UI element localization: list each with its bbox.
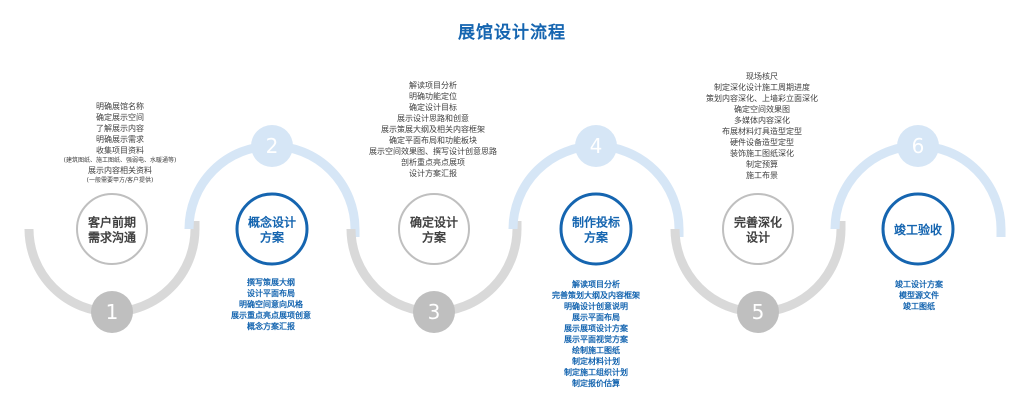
step-4-notes: 解读项目分析 完善策划大纲及内容框架 明确设计创意说明 展示平面布局 展示展项设… — [526, 279, 666, 389]
step-5-note: 装饰施工图纸深化 — [730, 149, 794, 158]
step-2-notes: 撰写策展大纲 设计平面布局 明确空间意向风格 展示重点亮点展项创意 概念方案汇报 — [201, 277, 341, 332]
step-4-number: 4 — [590, 134, 603, 158]
page-title: 展馆设计流程 — [458, 23, 566, 43]
step-4-note: 制定施工组织计划 — [564, 368, 628, 377]
step-1-note: 展示内容相关资料 — [88, 166, 152, 175]
step-4-label: 方案 — [584, 230, 609, 245]
step-5-note: 硬件设备造型定型 — [730, 138, 794, 147]
step-1-note: (一般需要甲方/客户提供) — [86, 177, 154, 184]
step-6-notes: 竣工设计方案 模型源文件 竣工图纸 — [859, 279, 979, 312]
step-4-note: 绘制施工图纸 — [572, 346, 620, 355]
step-5-note: 现场核尺 — [746, 72, 778, 81]
step-3-notes: 解读项目分析 明确功能定位 确定设计目标 展示设计思路和创意 展示策展大纲及相关… — [353, 80, 513, 179]
step-5-note: 制定深化设计施工周期进度 — [714, 83, 810, 92]
step-2-number-circle — [251, 125, 293, 167]
step-1-number: 1 — [106, 300, 119, 324]
step-4-note: 展示平面布局 — [572, 313, 620, 322]
step-1-number-circle — [91, 291, 133, 333]
step-3-label: 方案 — [422, 230, 447, 245]
step-4-note: 明确设计创意说明 — [564, 302, 628, 311]
step-4-note: 解读项目分析 — [572, 280, 620, 289]
step-5-note: 多媒体内容深化 — [734, 116, 790, 125]
step-2-circle — [235, 192, 309, 266]
step-4-number-circle — [575, 125, 617, 167]
step-3-note: 剖析重点亮点展项 — [401, 158, 465, 167]
step-2-note: 设计平面布局 — [247, 289, 295, 298]
step-6: 竣工验收 6 — [881, 125, 955, 266]
step-5-note: 施工布景 — [746, 171, 778, 180]
step-4-note: 展示展项设计方案 — [564, 324, 628, 333]
step-2-label: 方案 — [260, 230, 285, 245]
step-6-label: 竣工验收 — [894, 222, 942, 237]
step-5-notes: 现场核尺 制定深化设计施工周期进度 策划内容深化、上墙彩立面深化 确定空间效果图… — [677, 71, 847, 181]
step-1-notes: 明确展馆名称 确定展示空间 了解展示内容 明确展示需求 收集项目资料 (建筑图纸… — [40, 101, 200, 185]
step-4-note: 展示平面视觉方案 — [564, 335, 628, 344]
step-3-number-circle — [413, 291, 455, 333]
step-5-label: 完善深化 — [734, 215, 782, 230]
step-2-label: 概念设计 — [248, 215, 296, 230]
step-6-note: 竣工设计方案 — [895, 280, 943, 289]
step-4-note: 完善策划大纲及内容框架 — [552, 291, 640, 300]
step-2-note: 撰写策展大纲 — [247, 278, 295, 287]
step-3-note: 解读项目分析 — [409, 81, 457, 90]
step-3-note: 展示策展大纲及相关内容框架 — [381, 125, 485, 134]
step-4-label: 制作投标 — [572, 215, 620, 230]
step-1-circle — [76, 193, 148, 265]
step-3-note: 明确功能定位 — [409, 92, 457, 101]
step-4-circle — [559, 192, 633, 266]
step-1-note: 明确展馆名称 — [96, 102, 144, 111]
step-1-note: 收集项目资料 — [96, 146, 144, 155]
step-2-note: 展示重点亮点展项创意 — [231, 311, 311, 320]
step-3-note: 设计方案汇报 — [409, 169, 457, 178]
step-5-number-circle — [737, 291, 779, 333]
step-1-note: 了解展示内容 — [96, 124, 144, 133]
step-4-note: 制定报价估算 — [572, 379, 620, 388]
step-1-label: 需求沟通 — [88, 230, 136, 245]
step-3-note: 展示设计思路和创意 — [397, 114, 469, 123]
step-1-note: 明确展示需求 — [96, 135, 144, 144]
step-3-label: 确定设计 — [410, 215, 458, 230]
step-1-note: (建筑图纸、施工图纸、强弱电、水暖通等) — [63, 157, 177, 164]
step-1-label: 客户前期 — [87, 215, 136, 230]
step-5-note: 确定空间效果图 — [734, 105, 790, 114]
step-4-note: 制定材料计划 — [572, 357, 620, 366]
step-5-note: 策划内容深化、上墙彩立面深化 — [706, 94, 818, 103]
step-5-number: 5 — [752, 300, 765, 324]
step-2-note: 概念方案汇报 — [247, 322, 295, 331]
step-6-circle — [881, 192, 955, 266]
step-1-note: 确定展示空间 — [96, 113, 144, 122]
step-2-number: 2 — [266, 134, 279, 158]
step-3-circle — [398, 193, 470, 265]
step-6-note: 竣工图纸 — [903, 302, 935, 311]
step-2-note: 明确空间意向风格 — [239, 300, 303, 309]
step-6-note: 模型源文件 — [899, 291, 939, 300]
step-3-note: 确定平面布局和功能板块 — [389, 136, 477, 145]
step-3-note: 展示空间效果图、撰写设计创意思路 — [369, 147, 497, 156]
step-5-circle — [722, 193, 794, 265]
step-5-note: 布展材料灯具造型定型 — [722, 127, 802, 136]
step-5-note: 制定预算 — [746, 160, 778, 169]
step-3-note: 确定设计目标 — [409, 103, 457, 112]
step-5-label: 设计 — [746, 230, 770, 245]
step-6-number: 6 — [912, 134, 925, 158]
step-3-number: 3 — [428, 300, 441, 324]
step-6-number-circle — [897, 125, 939, 167]
